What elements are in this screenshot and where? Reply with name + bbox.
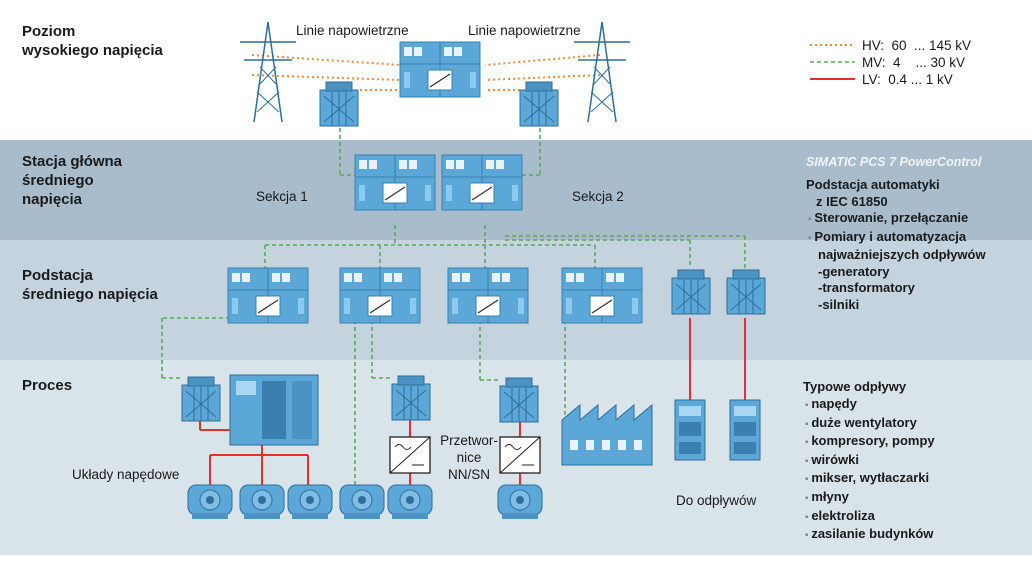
- overhead-lines-right-label: Linie napowietrzne: [468, 23, 581, 38]
- hv-level-title: Poziom wysokiego napięcia: [22, 23, 163, 59]
- mv-lines: [161, 128, 746, 488]
- feeder-item: mikser, wytłaczarki: [805, 470, 935, 489]
- pcs-item: -silniki: [818, 296, 860, 312]
- drives-label: Układy napędowe: [72, 467, 180, 482]
- process-title: Proces: [22, 377, 73, 394]
- pcs-item: -transformatory: [818, 280, 915, 296]
- converters-label: Przetwor- nice NN/SN: [440, 433, 498, 482]
- feeder-item: duże wentylatory: [805, 415, 935, 434]
- feeder-item: kompresory, pompy: [805, 433, 934, 452]
- pcs-item: najważniejszych odpływów: [818, 247, 986, 263]
- pcs-brand: SIMATIC PCS 7 PowerControl: [806, 155, 982, 169]
- typical-feeders-list: napędy duże wentylatory kompresory, pomp…: [805, 396, 935, 545]
- feeder-cabinet-2-icon: [729, 399, 761, 461]
- pcs-item: Sterowanie, przełączanie: [808, 210, 986, 229]
- feeder-item: młyny: [805, 489, 935, 508]
- overhead-lines-left-label: Linie napowietrzne: [296, 23, 409, 38]
- substation-transformer-1-icon: [671, 269, 711, 315]
- motor-1-icon: [187, 484, 233, 520]
- section2-label: Sekcja 2: [572, 189, 624, 204]
- motor-4-icon: [339, 484, 385, 520]
- substation-transformer-2-icon: [726, 269, 766, 315]
- hv-lines: [251, 54, 601, 91]
- hv-transformer-left-icon: [319, 81, 359, 127]
- tower-left-icon: [239, 21, 297, 123]
- main-station-title: Stacja główna średniego napięcia: [22, 153, 123, 208]
- drive-transformer-icon: [181, 376, 221, 422]
- band-bottom: [0, 555, 1032, 565]
- feeder-cabinet-1-icon: [674, 399, 706, 461]
- feeder-item: napędy: [805, 396, 935, 415]
- tower-right-icon: [573, 21, 631, 123]
- main-switchgear-section2-icon: [441, 154, 523, 211]
- pcs-heading-line1: Podstacja automatyki: [806, 177, 940, 192]
- pcs-item: Pomiary i automatyzacja: [808, 229, 986, 248]
- legend-lines: [810, 44, 855, 80]
- pcs-list: Sterowanie, przełączanie Pomiary i autom…: [808, 210, 986, 314]
- legend-hv-label: HV: 60 ... 145 kV: [862, 38, 972, 53]
- substation-switchgear-1-icon: [227, 267, 309, 324]
- factory-icon: [561, 403, 653, 466]
- hv-transformer-right-icon: [519, 81, 559, 127]
- feeder-item: wirówki: [805, 452, 935, 471]
- substation-switchgear-3-icon: [447, 267, 529, 324]
- pcs-heading-line2: z IEC 61850: [816, 194, 888, 209]
- converter-1-icon: [389, 436, 431, 474]
- motor-3-icon: [287, 484, 333, 520]
- band-hv: [0, 0, 1032, 140]
- to-feeders-label: Do odpływów: [676, 493, 757, 508]
- mv-substation-title: Podstacja średniego napięcia: [22, 267, 158, 303]
- substation-switchgear-2-icon: [339, 267, 421, 324]
- motor-6-icon: [497, 484, 543, 520]
- main-switchgear-section1-icon: [354, 154, 436, 211]
- converter-2-icon: [499, 436, 541, 474]
- section1-label: Sekcja 1: [256, 189, 308, 204]
- pcs-item: -generatory: [818, 263, 890, 279]
- feeder-item: zasilanie budynków: [805, 526, 935, 545]
- substation-switchgear-4-icon: [561, 267, 643, 324]
- hv-switchgear-icon: [399, 41, 481, 98]
- converter-transformer-2-icon: [499, 377, 539, 423]
- lv-lines: [199, 318, 746, 488]
- converter-transformer-1-icon: [391, 375, 431, 421]
- legend-lv-label: LV: 0.4 ... 1 kV: [862, 72, 953, 87]
- motor-5-icon: [387, 484, 433, 520]
- typical-feeders-heading: Typowe odpływy: [803, 379, 907, 394]
- legend-mv-label: MV: 4 ... 30 kV: [862, 55, 966, 70]
- feeder-item: elektroliza: [805, 508, 935, 527]
- motor-2-icon: [239, 484, 285, 520]
